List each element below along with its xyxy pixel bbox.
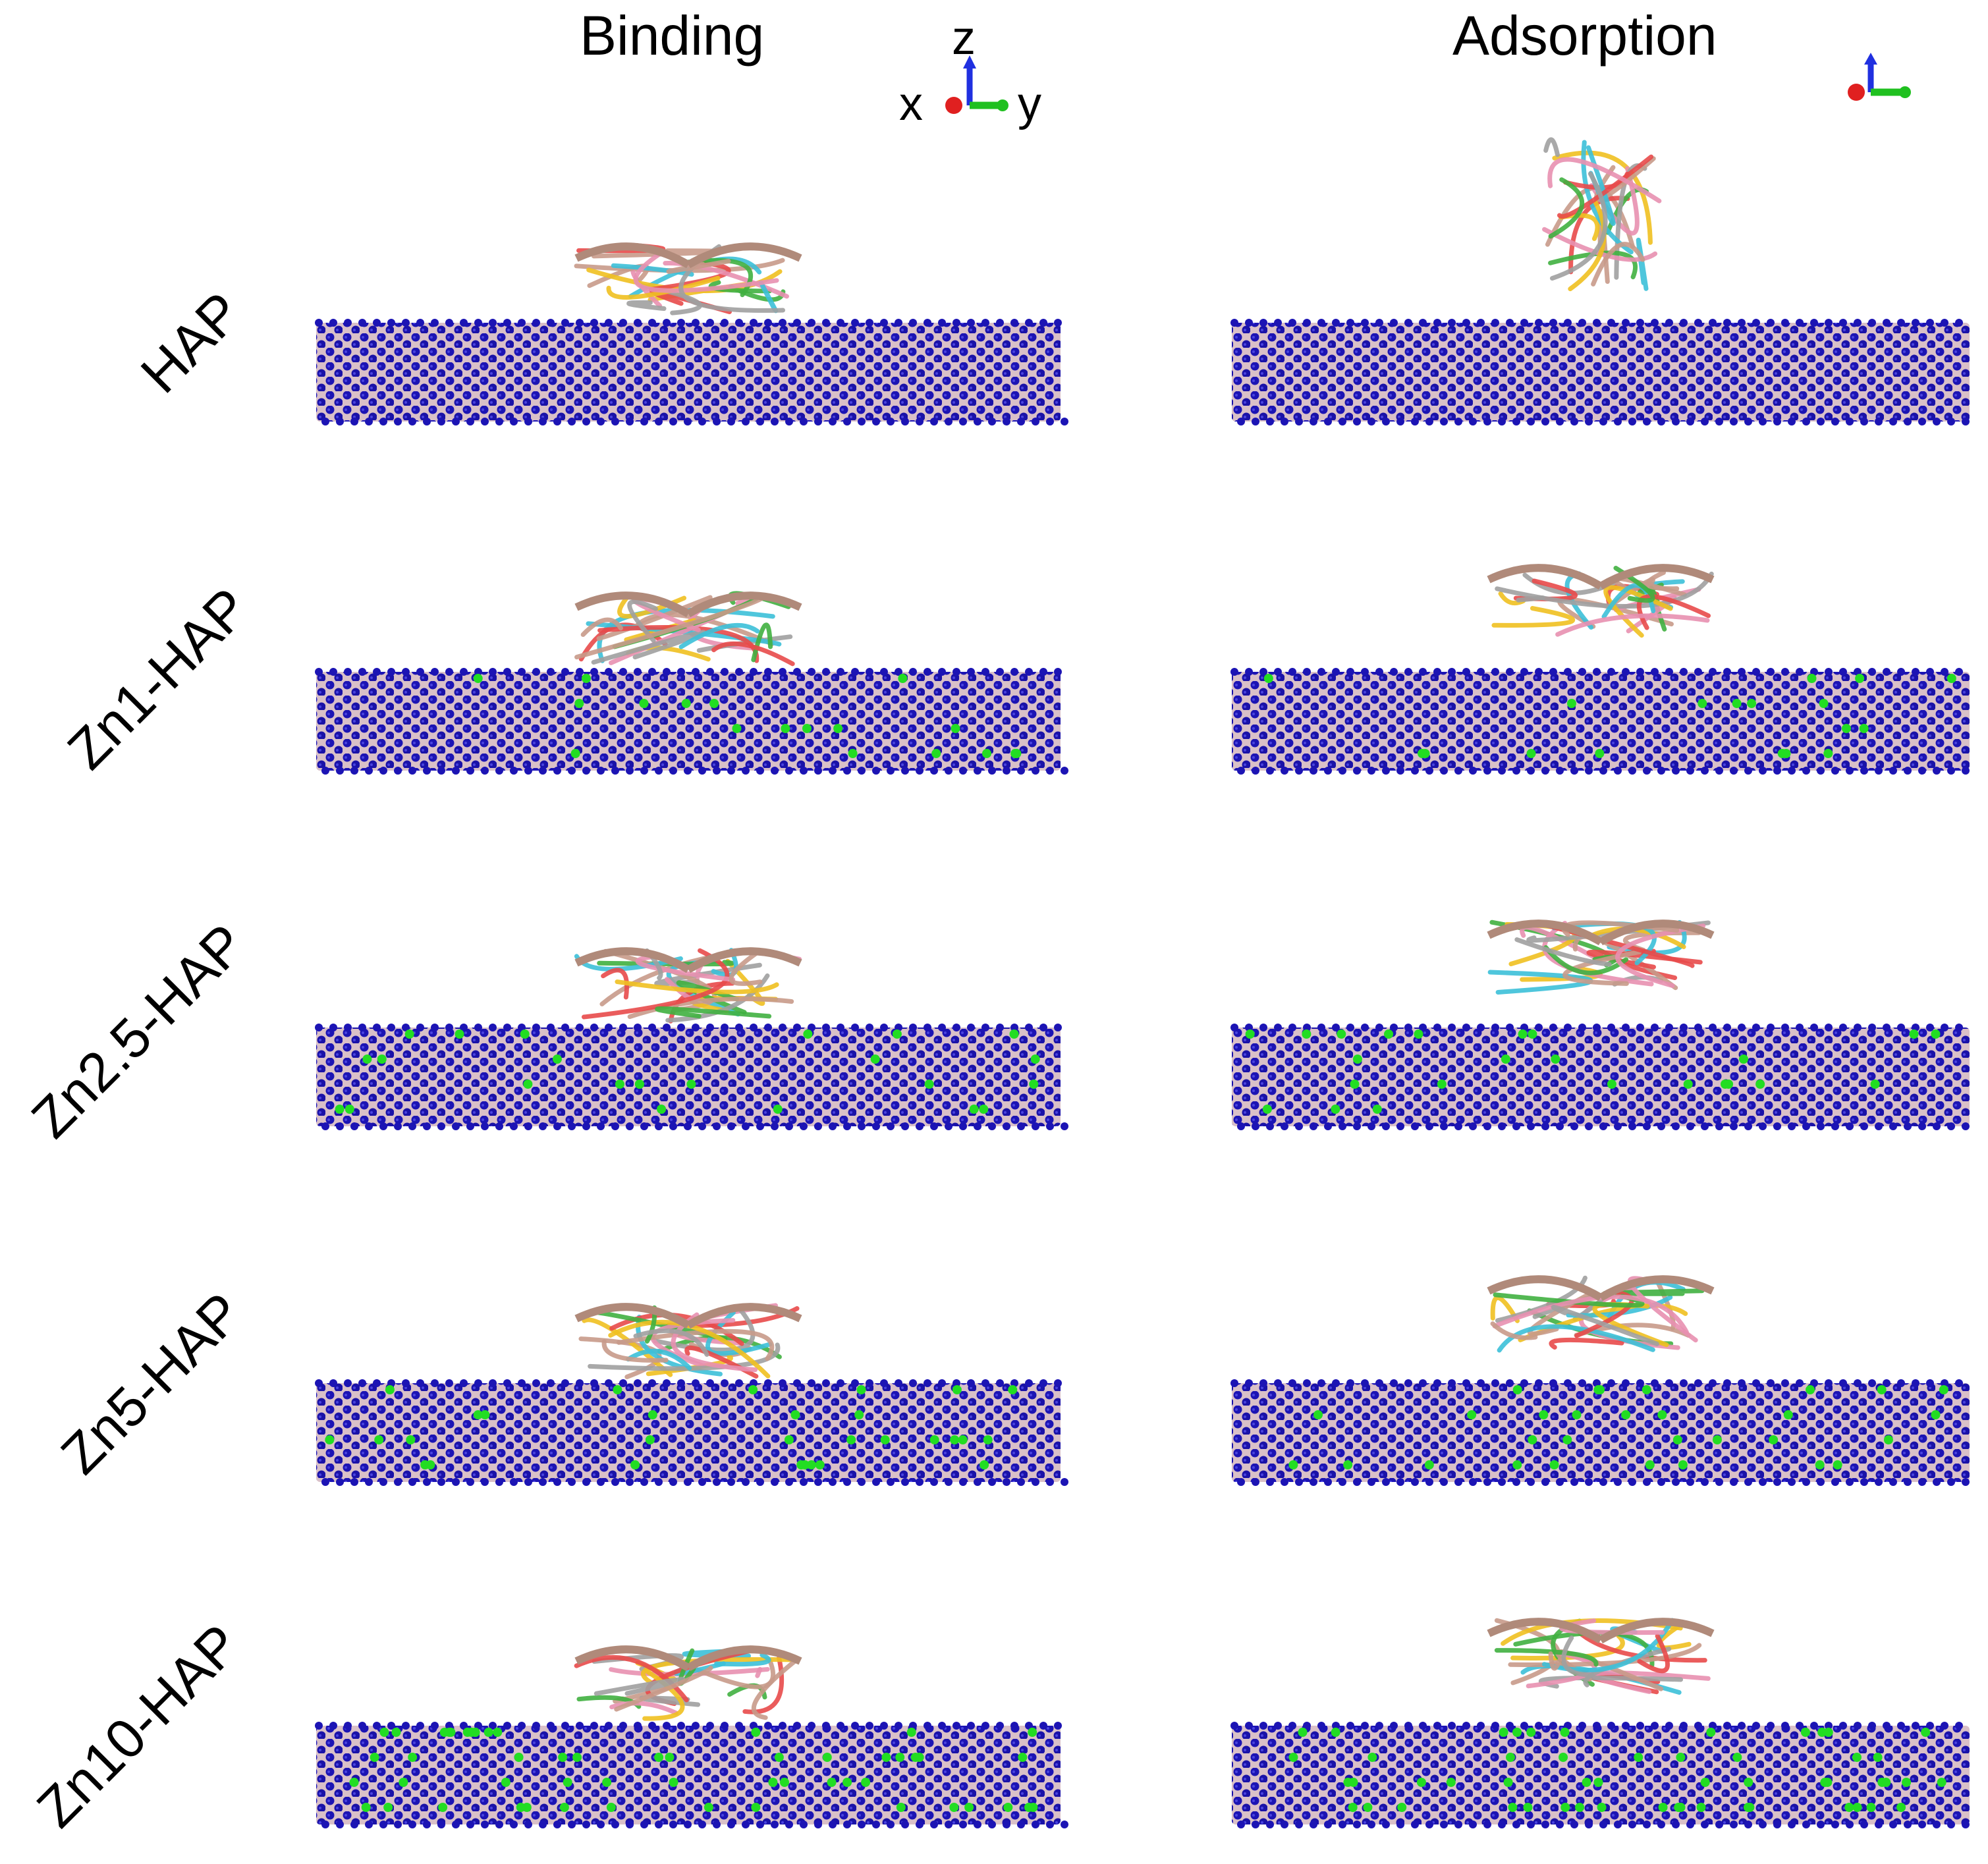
protein-adsorption-2 [1487,919,1715,995]
column-title-adsorption: Adsorption [1452,5,1717,67]
protein-adsorption-4 [1487,1618,1715,1695]
protein-binding-1 [574,591,802,667]
hap-slab-adsorption-2 [1230,1024,1970,1130]
column-title-binding: Binding [580,5,765,67]
hap-slab-binding-3 [315,1379,1068,1486]
axis-label-z: z [952,12,976,65]
hap-slab-binding-1 [315,668,1068,775]
protein-binding-2 [574,947,802,1024]
hap-slab-adsorption-3 [1230,1379,1970,1486]
protein-binding-4 [574,1645,802,1721]
protein-binding-0 [574,242,802,315]
protein-adsorption-1 [1487,564,1715,638]
protein-binding-3 [574,1303,802,1379]
hap-slab-adsorption-4 [1230,1722,1970,1828]
axis-label-x: x [899,78,923,130]
protein-adsorption-0 [1542,137,1662,292]
hap-slab-binding-2 [315,1024,1068,1130]
slab-layer [315,319,1970,1828]
hap-slab-adsorption-0 [1230,319,1970,425]
axis-label-y: y [1018,78,1041,130]
axis-triad-binding [945,55,1008,114]
hap-slab-binding-0 [315,319,1068,425]
axis-triad-adsorption [1848,53,1911,101]
protein-adsorption-3 [1487,1275,1715,1353]
hap-slab-adsorption-1 [1230,668,1970,775]
hap-slab-binding-4 [315,1722,1068,1828]
protein-layer [574,137,1715,1721]
